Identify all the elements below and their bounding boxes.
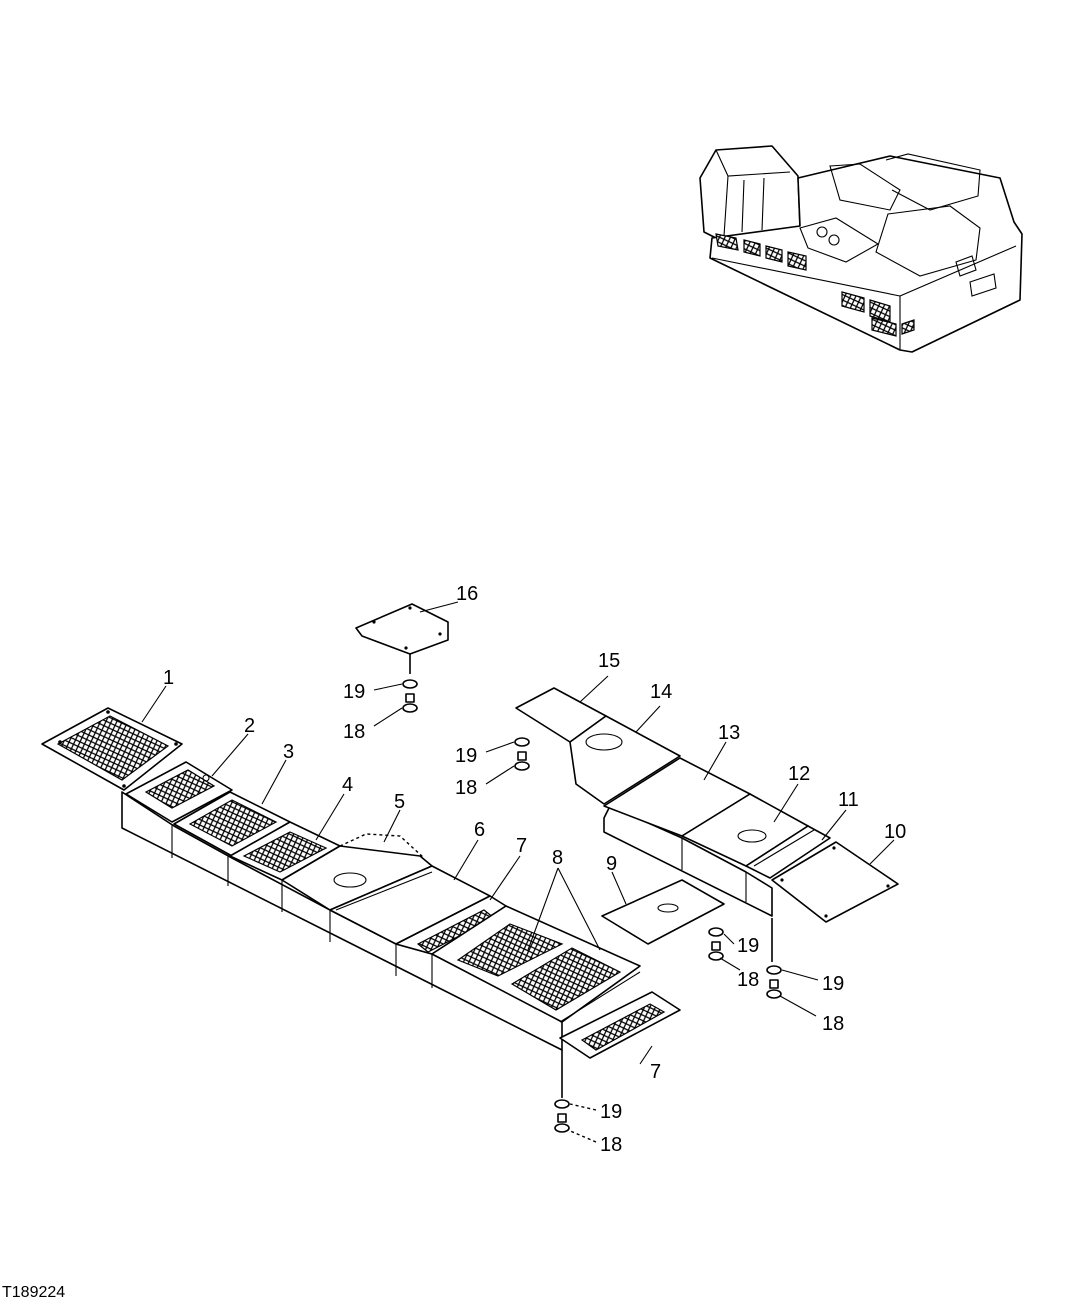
bolt-icon: [514, 751, 530, 771]
callout-7-upper: 7: [516, 835, 527, 857]
undercover-part-10: [771, 841, 899, 923]
undercover-part-7-upper: [395, 895, 507, 955]
washer-icon: [708, 927, 724, 937]
leader-lines: [141, 601, 895, 1143]
callout-13: 13: [718, 722, 740, 744]
callout-19-d: 19: [822, 973, 844, 995]
figure-id: T189224: [2, 1284, 66, 1301]
callout-9: 9: [606, 853, 617, 875]
callout-11: 11: [838, 789, 859, 811]
callout-19-a: 19: [343, 681, 365, 703]
callout-1: 1: [163, 667, 174, 689]
callout-6: 6: [474, 819, 485, 841]
callout-19-e: 19: [600, 1101, 622, 1123]
bolt-icon: [554, 1113, 570, 1133]
callout-14: 14: [650, 681, 672, 703]
undercover-part-2: [125, 761, 233, 823]
left-undercover-assembly: [41, 707, 681, 1059]
bolt-icon: [402, 693, 418, 713]
washer-icon: [402, 679, 418, 689]
callout-4: 4: [342, 774, 353, 796]
undercover-part-14: [569, 715, 681, 805]
callout-7-lower: 7: [650, 1061, 661, 1083]
callout-8: 8: [552, 847, 563, 869]
washer-icon: [554, 1099, 570, 1109]
callout-18-b: 18: [455, 777, 477, 799]
undercover-part-7-lower: [559, 991, 681, 1059]
right-undercover-assembly: [515, 687, 899, 962]
undercover-part-8: [431, 905, 641, 1023]
machine-locator-view: [699, 145, 1023, 353]
hardware-set-right: [708, 927, 782, 999]
callout-2: 2: [244, 715, 255, 737]
hardware-set-upper: [402, 679, 530, 771]
callout-18-d: 18: [822, 1013, 844, 1035]
callout-labels: 1 2 3 4 5 6 7 8 7 9 10 11 12 13 14 15 16…: [163, 583, 906, 1156]
undercover-part-16: [355, 603, 449, 674]
undercover-part-3: [173, 791, 291, 857]
callout-12: 12: [788, 763, 810, 785]
callout-18-a: 18: [343, 721, 365, 743]
washer-icon: [514, 737, 530, 747]
hardware-set-lower: [554, 1099, 570, 1133]
undercover-part-11: [745, 825, 831, 879]
callout-18-e: 18: [600, 1134, 622, 1156]
callout-19-c: 19: [737, 935, 759, 957]
callout-10: 10: [884, 821, 906, 843]
washer-icon: [766, 965, 782, 975]
undercover-part-9: [601, 879, 725, 945]
undercover-part-1: [41, 707, 183, 791]
callout-18-c: 18: [737, 969, 759, 991]
undercover-part-5: [281, 833, 433, 911]
callout-3: 3: [283, 741, 294, 763]
undercover-part-4: [229, 821, 341, 881]
locator-undercovers: [715, 233, 915, 337]
bolt-icon: [766, 979, 782, 999]
bolt-icon: [708, 941, 724, 961]
callout-15: 15: [598, 650, 620, 672]
callout-5: 5: [394, 791, 405, 813]
callout-19-b: 19: [455, 745, 477, 767]
callout-16: 16: [456, 583, 478, 605]
